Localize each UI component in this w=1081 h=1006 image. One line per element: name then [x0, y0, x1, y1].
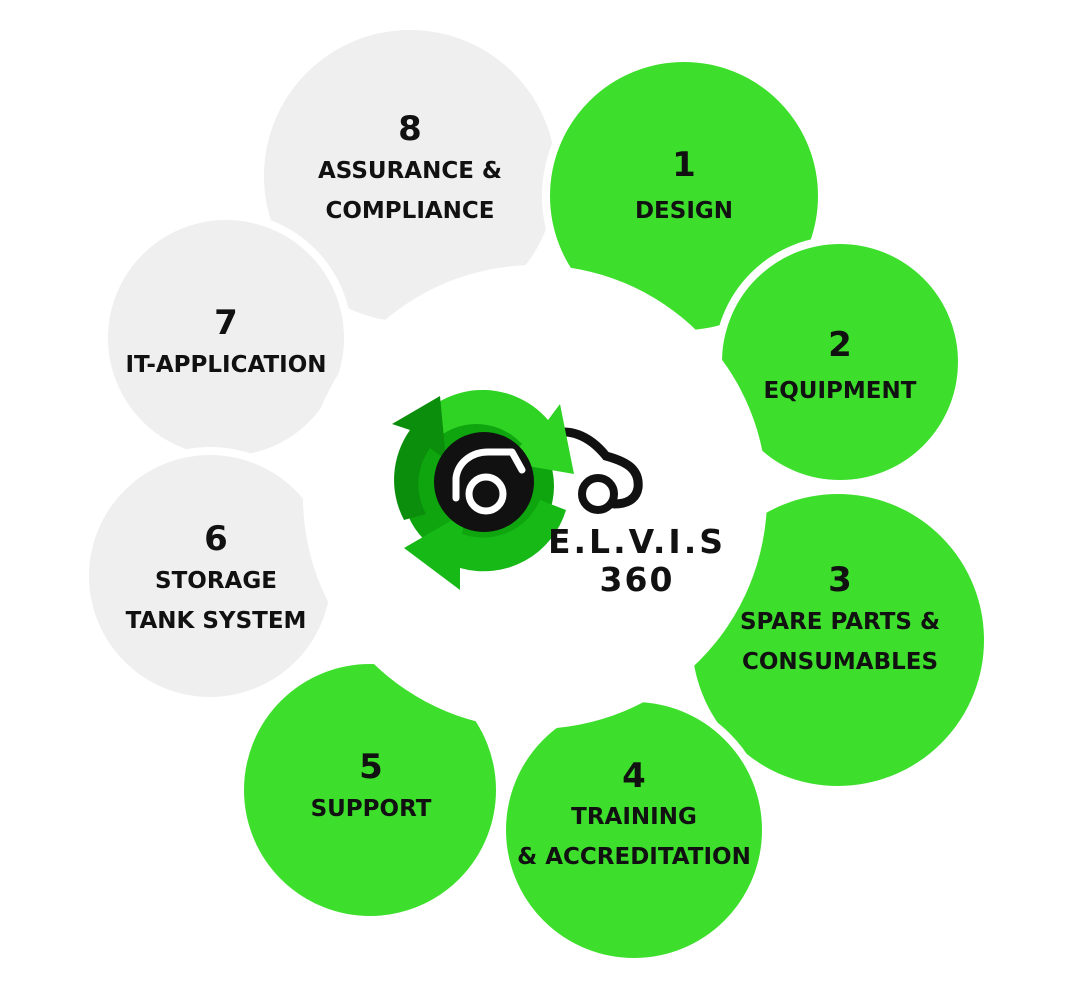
- segment-6-label: TANK SYSTEM: [126, 608, 307, 634]
- segment-2-label: EQUIPMENT: [764, 378, 917, 404]
- segment-8-label: COMPLIANCE: [325, 198, 494, 224]
- elvis-logo: E.L.V.I.S 360: [392, 389, 726, 599]
- segment-8-label: ASSURANCE &: [318, 158, 502, 184]
- segment-8-number: 8: [398, 109, 422, 149]
- segment-6-label: STORAGE: [155, 568, 277, 594]
- segment-3-label: CONSUMABLES: [742, 649, 938, 675]
- segment-4-label: & ACCREDITATION: [517, 844, 751, 870]
- segment-3-number: 3: [828, 560, 852, 600]
- segment-1-label: DESIGN: [635, 198, 733, 224]
- segment-7-label: IT-APPLICATION: [125, 352, 326, 378]
- segment-5-number: 5: [359, 747, 383, 787]
- segment-3-label: SPARE PARTS &: [740, 609, 940, 635]
- recycle-car-icon: [392, 389, 643, 590]
- segment-4-label: TRAINING: [571, 804, 697, 830]
- logo-title: E.L.V.I.S: [548, 522, 726, 561]
- segment-5-label: SUPPORT: [311, 796, 432, 822]
- segment-1-number: 1: [672, 145, 696, 185]
- cycle-segments: [81, 22, 992, 966]
- segment-7-number: 7: [214, 303, 238, 343]
- segment-4-number: 4: [622, 756, 646, 796]
- segment-2-number: 2: [828, 325, 852, 365]
- segment-6-number: 6: [204, 519, 228, 559]
- segment-4: [498, 694, 770, 966]
- logo-subtitle: 360: [600, 560, 675, 599]
